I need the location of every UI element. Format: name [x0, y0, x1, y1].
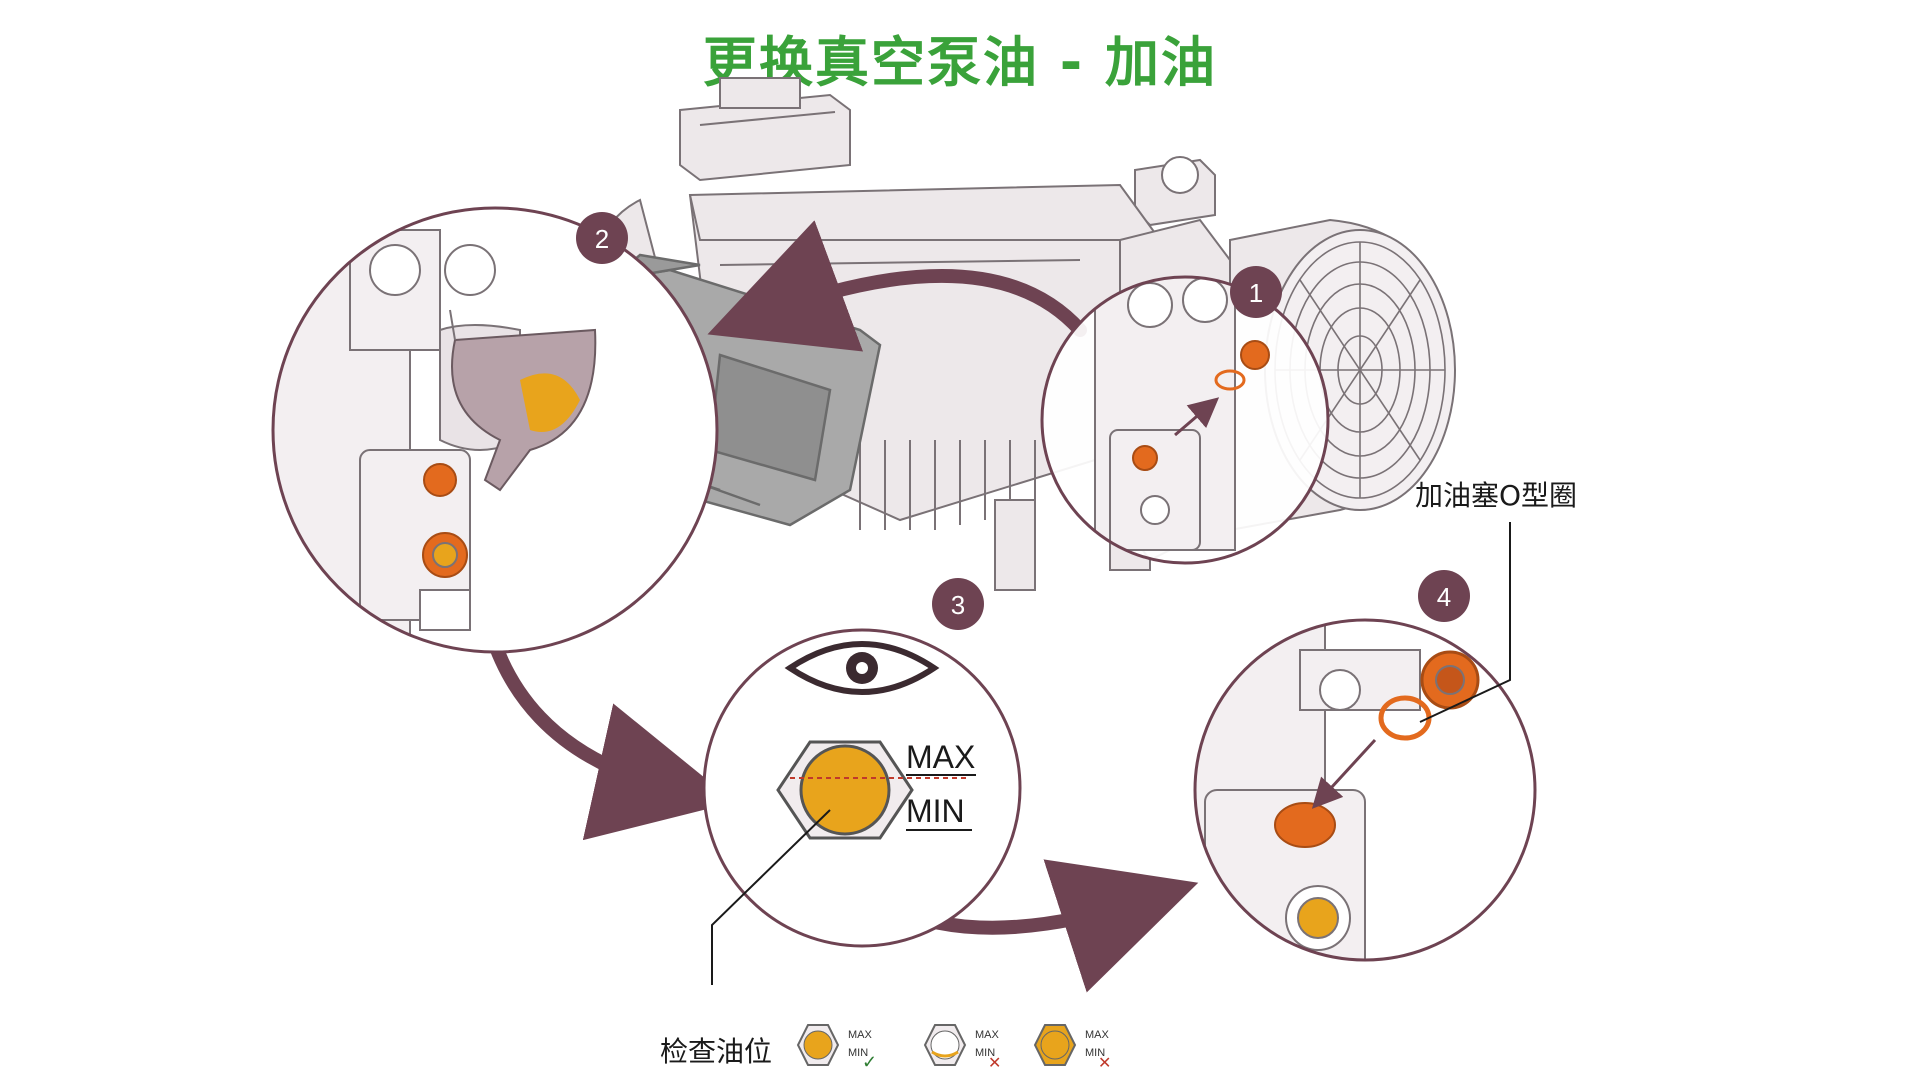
- cross-mark-icon: ✕: [988, 1055, 1001, 1072]
- step-1-detail: [1040, 275, 1330, 565]
- step-3-detail: MAX MIN: [702, 628, 1022, 985]
- svg-text:MIN: MIN: [975, 1047, 995, 1059]
- svg-text:4: 4: [1437, 582, 1451, 612]
- eye-icon: [784, 641, 940, 695]
- step-2-detail: [271, 206, 719, 654]
- oil-plug-icon: [1420, 650, 1480, 710]
- gauge-max-label: MAX: [906, 739, 975, 775]
- svg-text:MIN: MIN: [848, 1047, 868, 1059]
- step-badge-3: 3: [932, 578, 984, 630]
- check-mark-icon: ✓: [862, 1052, 877, 1072]
- svg-text:MAX: MAX: [848, 1029, 873, 1041]
- check-oil-level-label: 检查油位: [660, 1035, 773, 1068]
- step-badge-4: 4: [1418, 570, 1470, 622]
- oring-leader: [1419, 522, 1511, 723]
- svg-text:3: 3: [951, 590, 965, 620]
- svg-text:MAX: MAX: [975, 1029, 1000, 1041]
- legend-too-low: MAX MIN ✕: [923, 1024, 1001, 1072]
- legend-correct: MAX MIN ✓: [796, 1024, 877, 1072]
- svg-text:MIN: MIN: [1085, 1047, 1105, 1059]
- svg-text:1: 1: [1249, 278, 1263, 308]
- oring-label: 加油塞O型圈: [1415, 479, 1578, 512]
- step-badges: 2 1 3 4: [576, 212, 1470, 630]
- step-4-detail: [1193, 522, 1537, 962]
- step-badge-1: 1: [1230, 266, 1282, 318]
- legend-too-high: MAX MIN ✕: [1033, 1024, 1111, 1072]
- arrow-step1-to-step2: [707, 220, 1087, 352]
- oil-level-legend: MAX MIN ✓ MAX MIN ✕ MAX MIN ✕: [796, 1024, 1111, 1072]
- cross-mark-icon: ✕: [1098, 1055, 1111, 1072]
- check-level-leader: [711, 809, 831, 985]
- step-badge-2: 2: [576, 212, 628, 264]
- sight-glass: [776, 740, 968, 840]
- svg-text:MAX: MAX: [1085, 1029, 1110, 1041]
- svg-text:2: 2: [595, 224, 609, 254]
- gauge-min-label: MIN: [906, 793, 965, 829]
